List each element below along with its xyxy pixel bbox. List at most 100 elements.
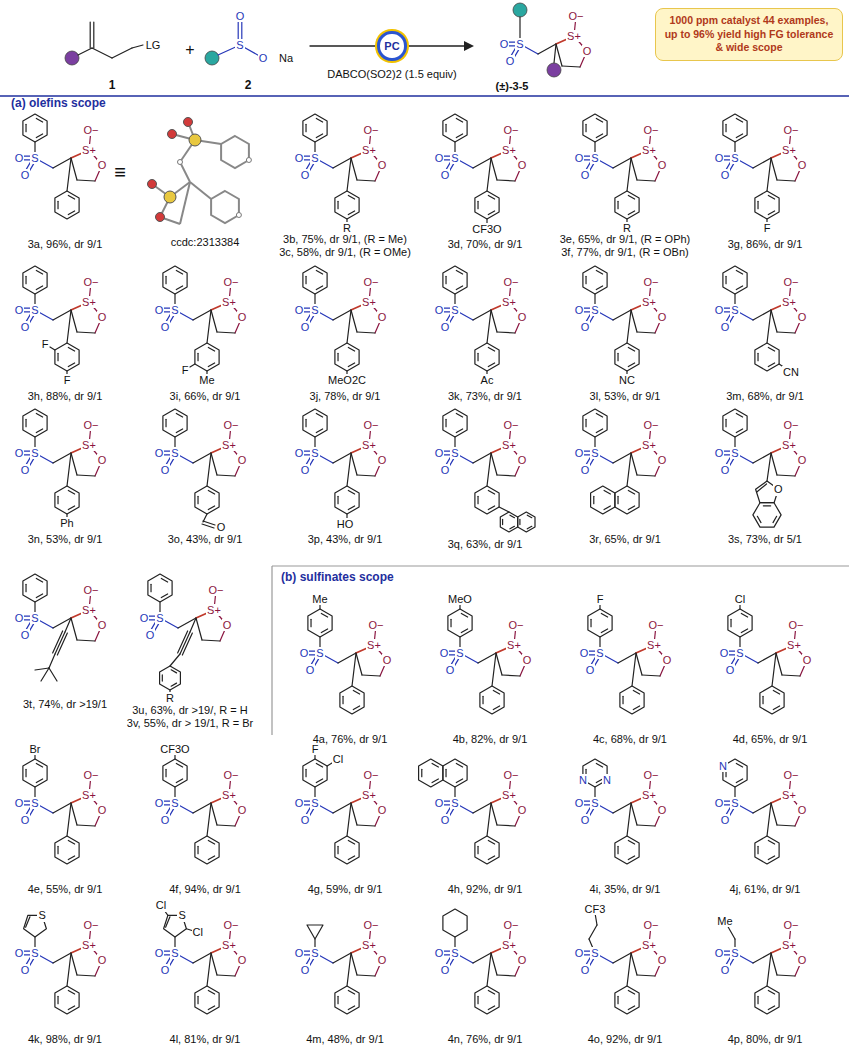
bond-line bbox=[613, 453, 631, 463]
atom-label: O− bbox=[223, 276, 240, 289]
bond-line bbox=[773, 706, 779, 710]
substituent-label: R bbox=[342, 222, 352, 235]
atom-label: O− bbox=[363, 276, 380, 289]
hydrogen-atom bbox=[178, 160, 183, 165]
bond-line bbox=[316, 118, 322, 122]
atom-label: O bbox=[797, 159, 808, 172]
bond-line bbox=[473, 310, 491, 320]
ring-outline bbox=[308, 609, 332, 637]
bond-line bbox=[321, 629, 327, 633]
bond-line bbox=[753, 953, 771, 963]
bond-line bbox=[68, 211, 74, 215]
substituent-label: CN bbox=[782, 366, 800, 379]
bond-line bbox=[631, 158, 637, 180]
bond-line bbox=[777, 825, 795, 826]
bond-line bbox=[78, 48, 92, 55]
bond-line bbox=[502, 675, 520, 676]
substituent-label: Ph bbox=[59, 517, 74, 530]
bond-line bbox=[67, 453, 71, 486]
atom-label: S+ bbox=[501, 939, 517, 952]
compound-label: (±)-3-5 bbox=[495, 80, 530, 93]
bond-line bbox=[492, 653, 496, 686]
substituent-label: MeO2C bbox=[327, 374, 367, 387]
bond-line bbox=[178, 631, 188, 653]
atom-label: S+ bbox=[501, 296, 517, 309]
bond-line bbox=[93, 22, 94, 48]
bond-line bbox=[165, 276, 166, 283]
bond-line bbox=[207, 953, 211, 986]
bond-line bbox=[57, 633, 67, 655]
atom-label: S+ bbox=[641, 789, 657, 802]
atom-label: O bbox=[714, 304, 725, 317]
substituent-label: NC bbox=[618, 374, 636, 387]
atom-label: O bbox=[725, 664, 736, 677]
compound-caption: 4n, 76%, dr 9/1 bbox=[447, 1033, 524, 1046]
bond-line bbox=[207, 310, 211, 343]
atom-label: S bbox=[730, 152, 739, 165]
atom-label: S bbox=[730, 447, 739, 460]
bond-line bbox=[348, 363, 354, 367]
ring-outline bbox=[615, 343, 639, 371]
atom-label: LG bbox=[145, 39, 162, 52]
bond-line bbox=[217, 825, 235, 826]
bond-line bbox=[445, 419, 446, 426]
ring-outline bbox=[335, 191, 359, 219]
bond-line bbox=[456, 763, 462, 767]
compound-caption: 4e, 55%, dr 9/1 bbox=[27, 883, 104, 896]
bond-line bbox=[773, 690, 779, 694]
ring-outline bbox=[23, 574, 47, 602]
atom-label: O bbox=[517, 954, 528, 967]
bond-line bbox=[496, 653, 502, 675]
bond-line bbox=[556, 44, 562, 66]
bond-line bbox=[348, 195, 354, 199]
bond-line bbox=[337, 201, 338, 208]
atom-label: O bbox=[580, 169, 591, 182]
bond-line bbox=[477, 996, 478, 1003]
ring-outline bbox=[615, 191, 639, 219]
atom-label: O bbox=[720, 964, 731, 977]
bond-line bbox=[356, 653, 362, 675]
bond-line bbox=[637, 475, 655, 476]
bond-line bbox=[190, 618, 196, 632]
atom-label: S bbox=[170, 447, 179, 460]
bond-line bbox=[519, 519, 520, 524]
atom-label: O bbox=[657, 311, 668, 324]
bond-line bbox=[53, 803, 71, 813]
atom-label: O bbox=[580, 964, 591, 977]
bond-line bbox=[176, 270, 182, 274]
bond-line bbox=[499, 507, 509, 512]
bond-line bbox=[617, 496, 618, 503]
bond-line bbox=[25, 584, 26, 591]
atom-label: O bbox=[377, 804, 388, 817]
atom-label: O bbox=[160, 814, 171, 827]
bond-line bbox=[488, 856, 494, 860]
section-rule bbox=[0, 95, 849, 97]
compound-caption: 3l, 53%, dr 9/1 bbox=[589, 390, 662, 403]
sulfur-atom bbox=[164, 191, 176, 203]
bond-line bbox=[333, 158, 351, 168]
bond-line bbox=[767, 803, 771, 836]
bond-line bbox=[71, 618, 77, 640]
ring-outline bbox=[443, 909, 467, 937]
bond-line bbox=[333, 953, 351, 963]
ccdc-label: ccdc:2313384 bbox=[170, 236, 241, 249]
bond-line bbox=[176, 429, 182, 433]
ring-outline bbox=[475, 486, 499, 514]
atom-label: O− bbox=[643, 769, 660, 782]
compound-caption: 3o, 43%, dr 9/1 bbox=[167, 533, 244, 546]
atom-label: S+ bbox=[81, 604, 97, 617]
bond-line bbox=[593, 496, 594, 503]
atom-label: O bbox=[97, 619, 108, 632]
atom-label: S bbox=[590, 797, 599, 810]
atom-label: S+ bbox=[81, 144, 97, 157]
bond-line bbox=[493, 690, 499, 694]
bond-line bbox=[68, 990, 74, 994]
atom-label: S+ bbox=[361, 144, 377, 157]
bond-line bbox=[207, 453, 211, 486]
bond-line bbox=[628, 1006, 634, 1010]
atom-label: S bbox=[310, 797, 319, 810]
bond-line bbox=[488, 363, 494, 367]
compound-caption: 4c, 68%, dr 9/1 bbox=[592, 733, 668, 746]
atom-label: O− bbox=[363, 124, 380, 137]
ring-outline bbox=[500, 512, 517, 532]
